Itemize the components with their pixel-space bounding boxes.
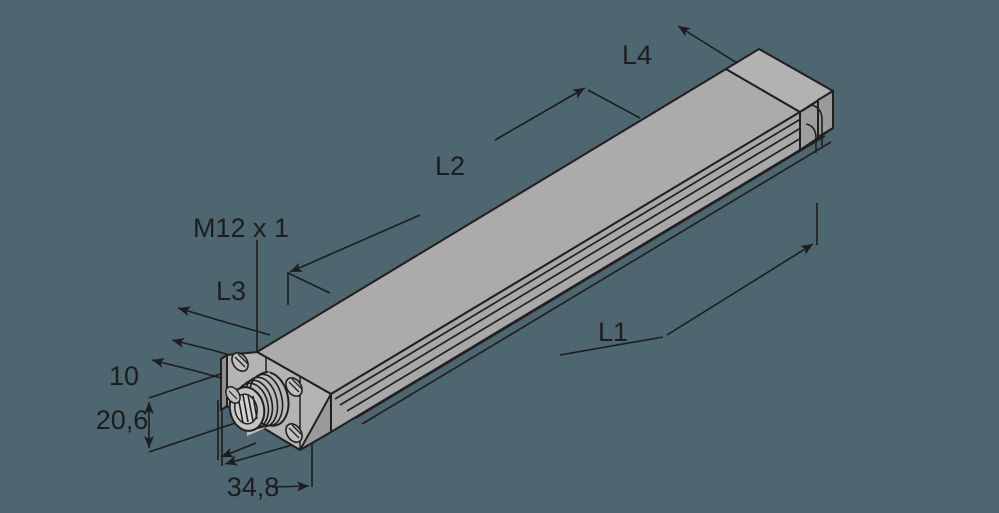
screw-left-edge [225, 386, 241, 404]
screw-lower-front [285, 423, 303, 443]
label-L2: L2 [435, 151, 465, 181]
label-m12-thread: M12 x 1 [193, 213, 289, 243]
label-height-20-6: 20,6 [96, 405, 149, 435]
dimension-L2 [287, 87, 641, 305]
end-cap-side [817, 90, 834, 138]
mounting-screws [225, 352, 303, 443]
end-cap-step-detail-2 [805, 123, 817, 153]
end-cap-step-detail [799, 104, 823, 146]
screw-upper-left [231, 352, 249, 372]
label-L3: L3 [216, 276, 246, 306]
m12-connector [228, 371, 290, 436]
housing-groove-lines [334, 116, 832, 425]
label-width-34-8: 34,8 [227, 472, 280, 502]
label-offset-10: 10 [109, 361, 139, 391]
dimension-labels-group: L4 L2 M12 x 1 L3 L1 10 20,6 34,8 [96, 40, 652, 502]
label-L4: L4 [622, 40, 652, 70]
label-L1: L1 [598, 317, 628, 347]
screw-mid-upper [285, 377, 303, 397]
sensor-head-left-face [220, 354, 228, 411]
